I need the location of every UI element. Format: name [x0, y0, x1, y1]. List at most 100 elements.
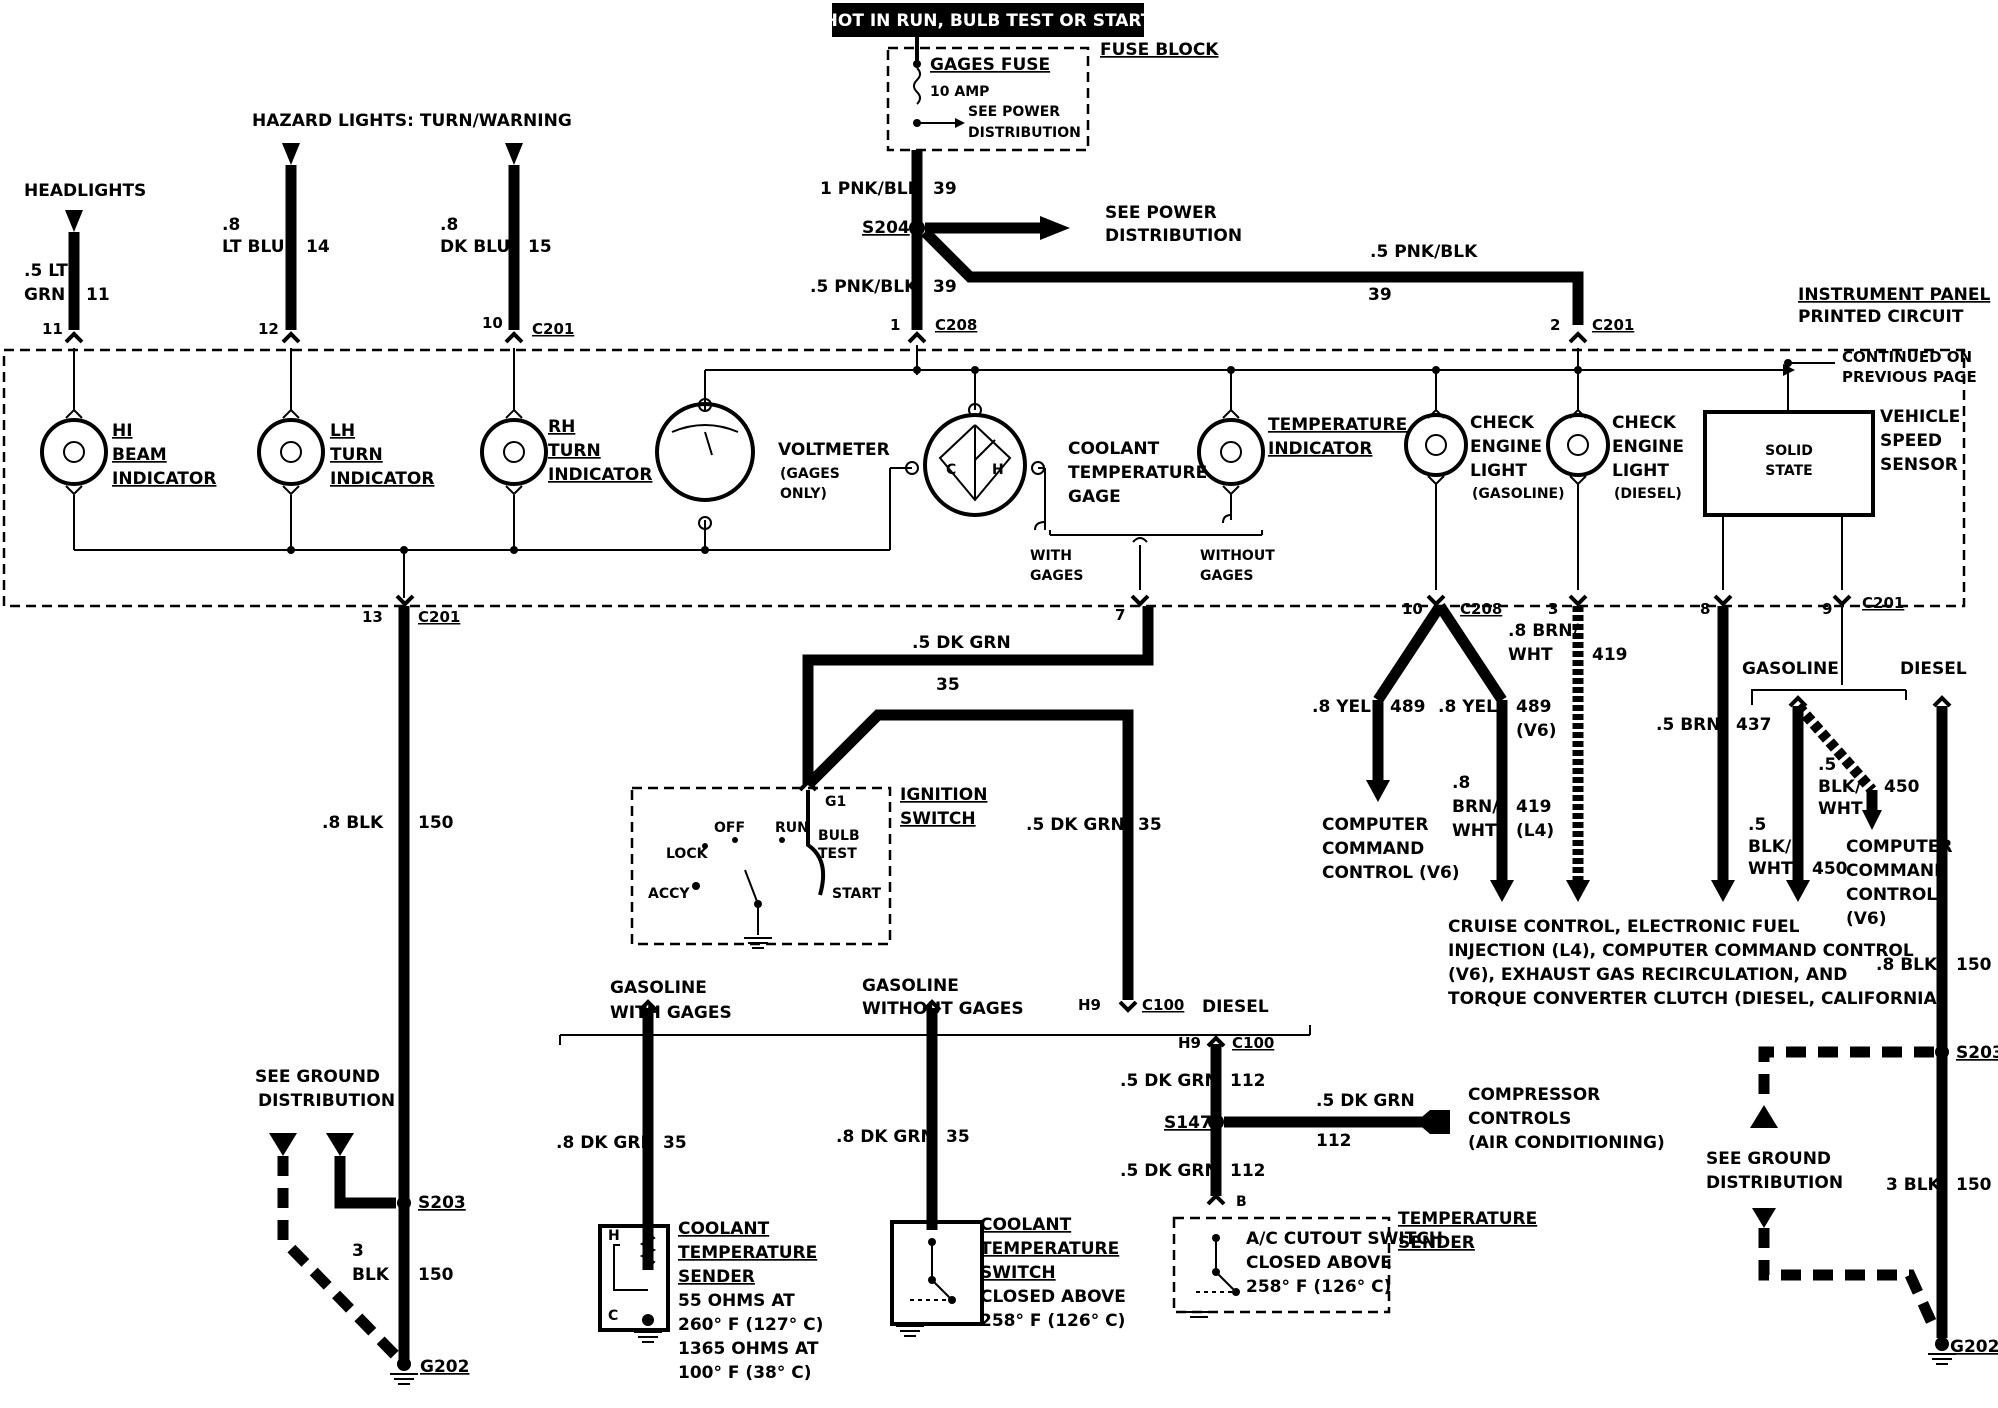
connector-c208-top: C208 [935, 316, 977, 334]
ac-cutout-3: 258° F (126° C) [1246, 1277, 1391, 1297]
header-title: HOT IN RUN, BULB TEST OR START [824, 11, 1153, 31]
wire-11-color: GRN [24, 285, 65, 305]
ecm-r2: COMMAND [1846, 861, 1948, 881]
wire-150b-size: 3 [352, 1241, 364, 1261]
fuse-see-power-2: DISTRIBUTION [968, 125, 1081, 141]
connector-chevrons-top [64, 331, 1588, 344]
wire-35b-circ: 35 [1138, 815, 1162, 835]
lh-turn-indicator: LH TURN INDICATOR [257, 408, 434, 496]
cruise-4: TORQUE CONVERTER CLUTCH (DIESEL, CALIFOR… [1448, 989, 1944, 1009]
ignition-title-2: SWITCH [900, 809, 976, 829]
ecm-r3: CONTROL [1846, 885, 1937, 905]
wire-39-circ-a: 39 [933, 179, 957, 199]
hi-beam-2: BEAM [112, 445, 167, 465]
wire-419a-circ: 419 [1592, 645, 1628, 665]
voltmeter-sub-1: (GAGES [780, 466, 840, 482]
wire-11-size: .5 LT [24, 261, 68, 281]
pin-11: 11 [42, 320, 63, 338]
voltmeter-label: VOLTMETER [778, 440, 890, 460]
wire-489a-label: .8 YEL [1312, 697, 1371, 717]
splice-s203-left: S203 [418, 1193, 466, 1213]
ign-off: OFF [714, 820, 745, 836]
gas-with-2: WITH GAGES [610, 1003, 732, 1023]
pin-7: 7 [1115, 606, 1125, 624]
sender-2: TEMPERATURE [678, 1243, 817, 1263]
wire-489b-sub: (V6) [1516, 721, 1557, 741]
wire-489b-label: .8 YEL [1438, 697, 1497, 717]
pin-1: 1 [890, 316, 900, 334]
wire-150-label: .8 BLK [322, 813, 384, 833]
wire-112a-circ: 112 [1230, 1071, 1266, 1091]
ced-3: LIGHT [1612, 461, 1669, 481]
check-engine-gasoline: CHECK ENGINE LIGHT (GASOLINE) [1404, 408, 1565, 590]
gas-without-1: GASOLINE [862, 976, 959, 996]
sender-6: 1365 OHMS AT [678, 1339, 819, 1359]
hi-beam-3: INDICATOR [112, 469, 216, 489]
diesel-label: DIESEL [1202, 997, 1269, 1017]
check-engine-diesel: CHECK ENGINE LIGHT (DIESEL) [1546, 408, 1684, 590]
pin-13: 13 [362, 608, 383, 626]
without-gages-2: GAGES [1200, 568, 1253, 584]
wire-14-circ: 14 [306, 237, 330, 257]
with-gages-2: GAGES [1030, 568, 1083, 584]
without-gages-1: WITHOUT [1200, 548, 1275, 564]
switch-2: TEMPERATURE [980, 1239, 1119, 1259]
wire-150-left: .8 BLK 150 S203 SEE GROUND DISTRIBUTION … [255, 606, 469, 1385]
ign-accy: ACCY [648, 886, 690, 902]
wire-450b-3: WHT [1748, 859, 1793, 879]
pin-h9: H9 [1078, 996, 1101, 1014]
coolant-temperature-sender: .8 DK GRN 35 H C COOLANT TEMPERATURE SEN… [556, 999, 823, 1383]
connector-c208-bottom: C208 [1460, 600, 1502, 618]
wire-39-circ-b: 39 [933, 277, 957, 297]
wire-419a-2: WHT [1508, 645, 1553, 665]
wire-150-right: .8 BLK 150 S203 SEE GROUND DISTRIBUTION … [1706, 695, 1998, 1365]
wire-150b-circ: 150 [418, 1265, 454, 1285]
coolant-temperature-gage: C H COOLANT TEMPERATURE GAGE [905, 403, 1207, 531]
instrument-panel-box [2, 348, 1966, 608]
wire-150-circ: 150 [418, 813, 454, 833]
ac-cutout-2: CLOSED ABOVE [1246, 1253, 1392, 1273]
wire-35c-circ: 35 [663, 1133, 687, 1153]
wire-35c-label: .8 DK GRN [556, 1133, 655, 1153]
wire-150r2-circ: 150 [1956, 1175, 1992, 1195]
wire-150b-color: BLK [352, 1265, 390, 1285]
pin-10: 10 [482, 314, 503, 332]
fuse-see-power-1: SEE POWER [968, 104, 1060, 120]
wire-35b-label: .5 DK GRN [1026, 815, 1125, 835]
wire-489b-circ: 489 [1516, 697, 1552, 717]
temp-sender-2: SENDER [1398, 1233, 1475, 1253]
ceg-4: (GASOLINE) [1472, 486, 1565, 502]
wire-450a-1: .5 [1818, 755, 1836, 775]
switch-5: 258° F (126° C) [980, 1311, 1125, 1331]
ignition-switch: G1 IGNITION SWITCH OFF RUN LOCK BULB TES… [630, 779, 987, 949]
wire-419b-3: WHT [1452, 821, 1497, 841]
pin-h9-diesel: H9 [1178, 1034, 1201, 1052]
pin-b: B [1236, 1194, 1247, 1210]
ceg-2: ENGINE [1470, 437, 1542, 457]
vehicle-speed-sensor: SOLID STATE VEHICLE SPEED SENSOR [1703, 407, 1960, 590]
continued-1: CONTINUED ON [1842, 348, 1972, 366]
gas-with-1: GASOLINE [610, 978, 707, 998]
fuse-rating: 10 AMP [930, 84, 989, 100]
wire-419a-1: .8 BRN/ [1508, 621, 1579, 641]
wire-450a-circ: 450 [1884, 777, 1920, 797]
lh-turn-1: LH [330, 421, 355, 441]
pin-9: 9 [1822, 600, 1832, 618]
splice-s203-right: S203 [1956, 1043, 1998, 1063]
wire-15-circ: 15 [528, 237, 552, 257]
wire-35d-label: .8 DK GRN [836, 1127, 935, 1147]
voltmeter: VOLTMETER (GAGES ONLY) [655, 370, 890, 530]
see-ground-left-2: DISTRIBUTION [258, 1091, 395, 1111]
lh-turn-3: INDICATOR [330, 469, 434, 489]
splice-s147: S147 [1164, 1113, 1212, 1133]
connector-c201-top: C201 [532, 320, 574, 338]
wire-39-label-c: .5 PNK/BLK [1370, 242, 1478, 262]
cruise-2: INJECTION (L4), COMPUTER COMMAND CONTROL [1448, 941, 1914, 961]
gages-fuse-label: GAGES FUSE [930, 55, 1050, 75]
see-ground-left-1: SEE GROUND [255, 1067, 380, 1087]
sender-h: H [608, 1228, 620, 1244]
solid-state-2: STATE [1765, 463, 1812, 479]
headlights-label: HEADLIGHTS [24, 181, 146, 201]
